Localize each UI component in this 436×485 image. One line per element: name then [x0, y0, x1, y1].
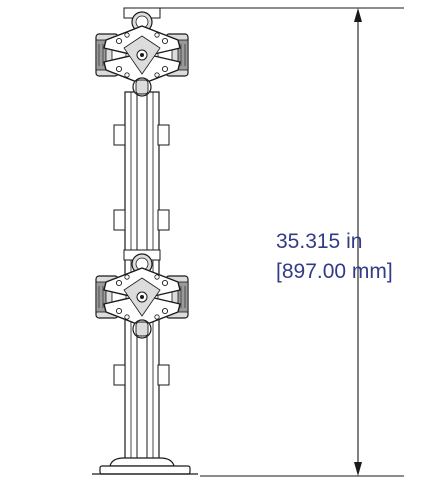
dimension-metric-label: [897.00 mm] — [276, 260, 393, 283]
monitor-mount-upper — [95, 7, 189, 97]
base-plate — [92, 457, 198, 475]
height-dimension-line — [160, 7, 404, 477]
dimension-imperial-label: 35.315 in — [276, 230, 363, 253]
monitor-mount-lower — [95, 249, 189, 339]
